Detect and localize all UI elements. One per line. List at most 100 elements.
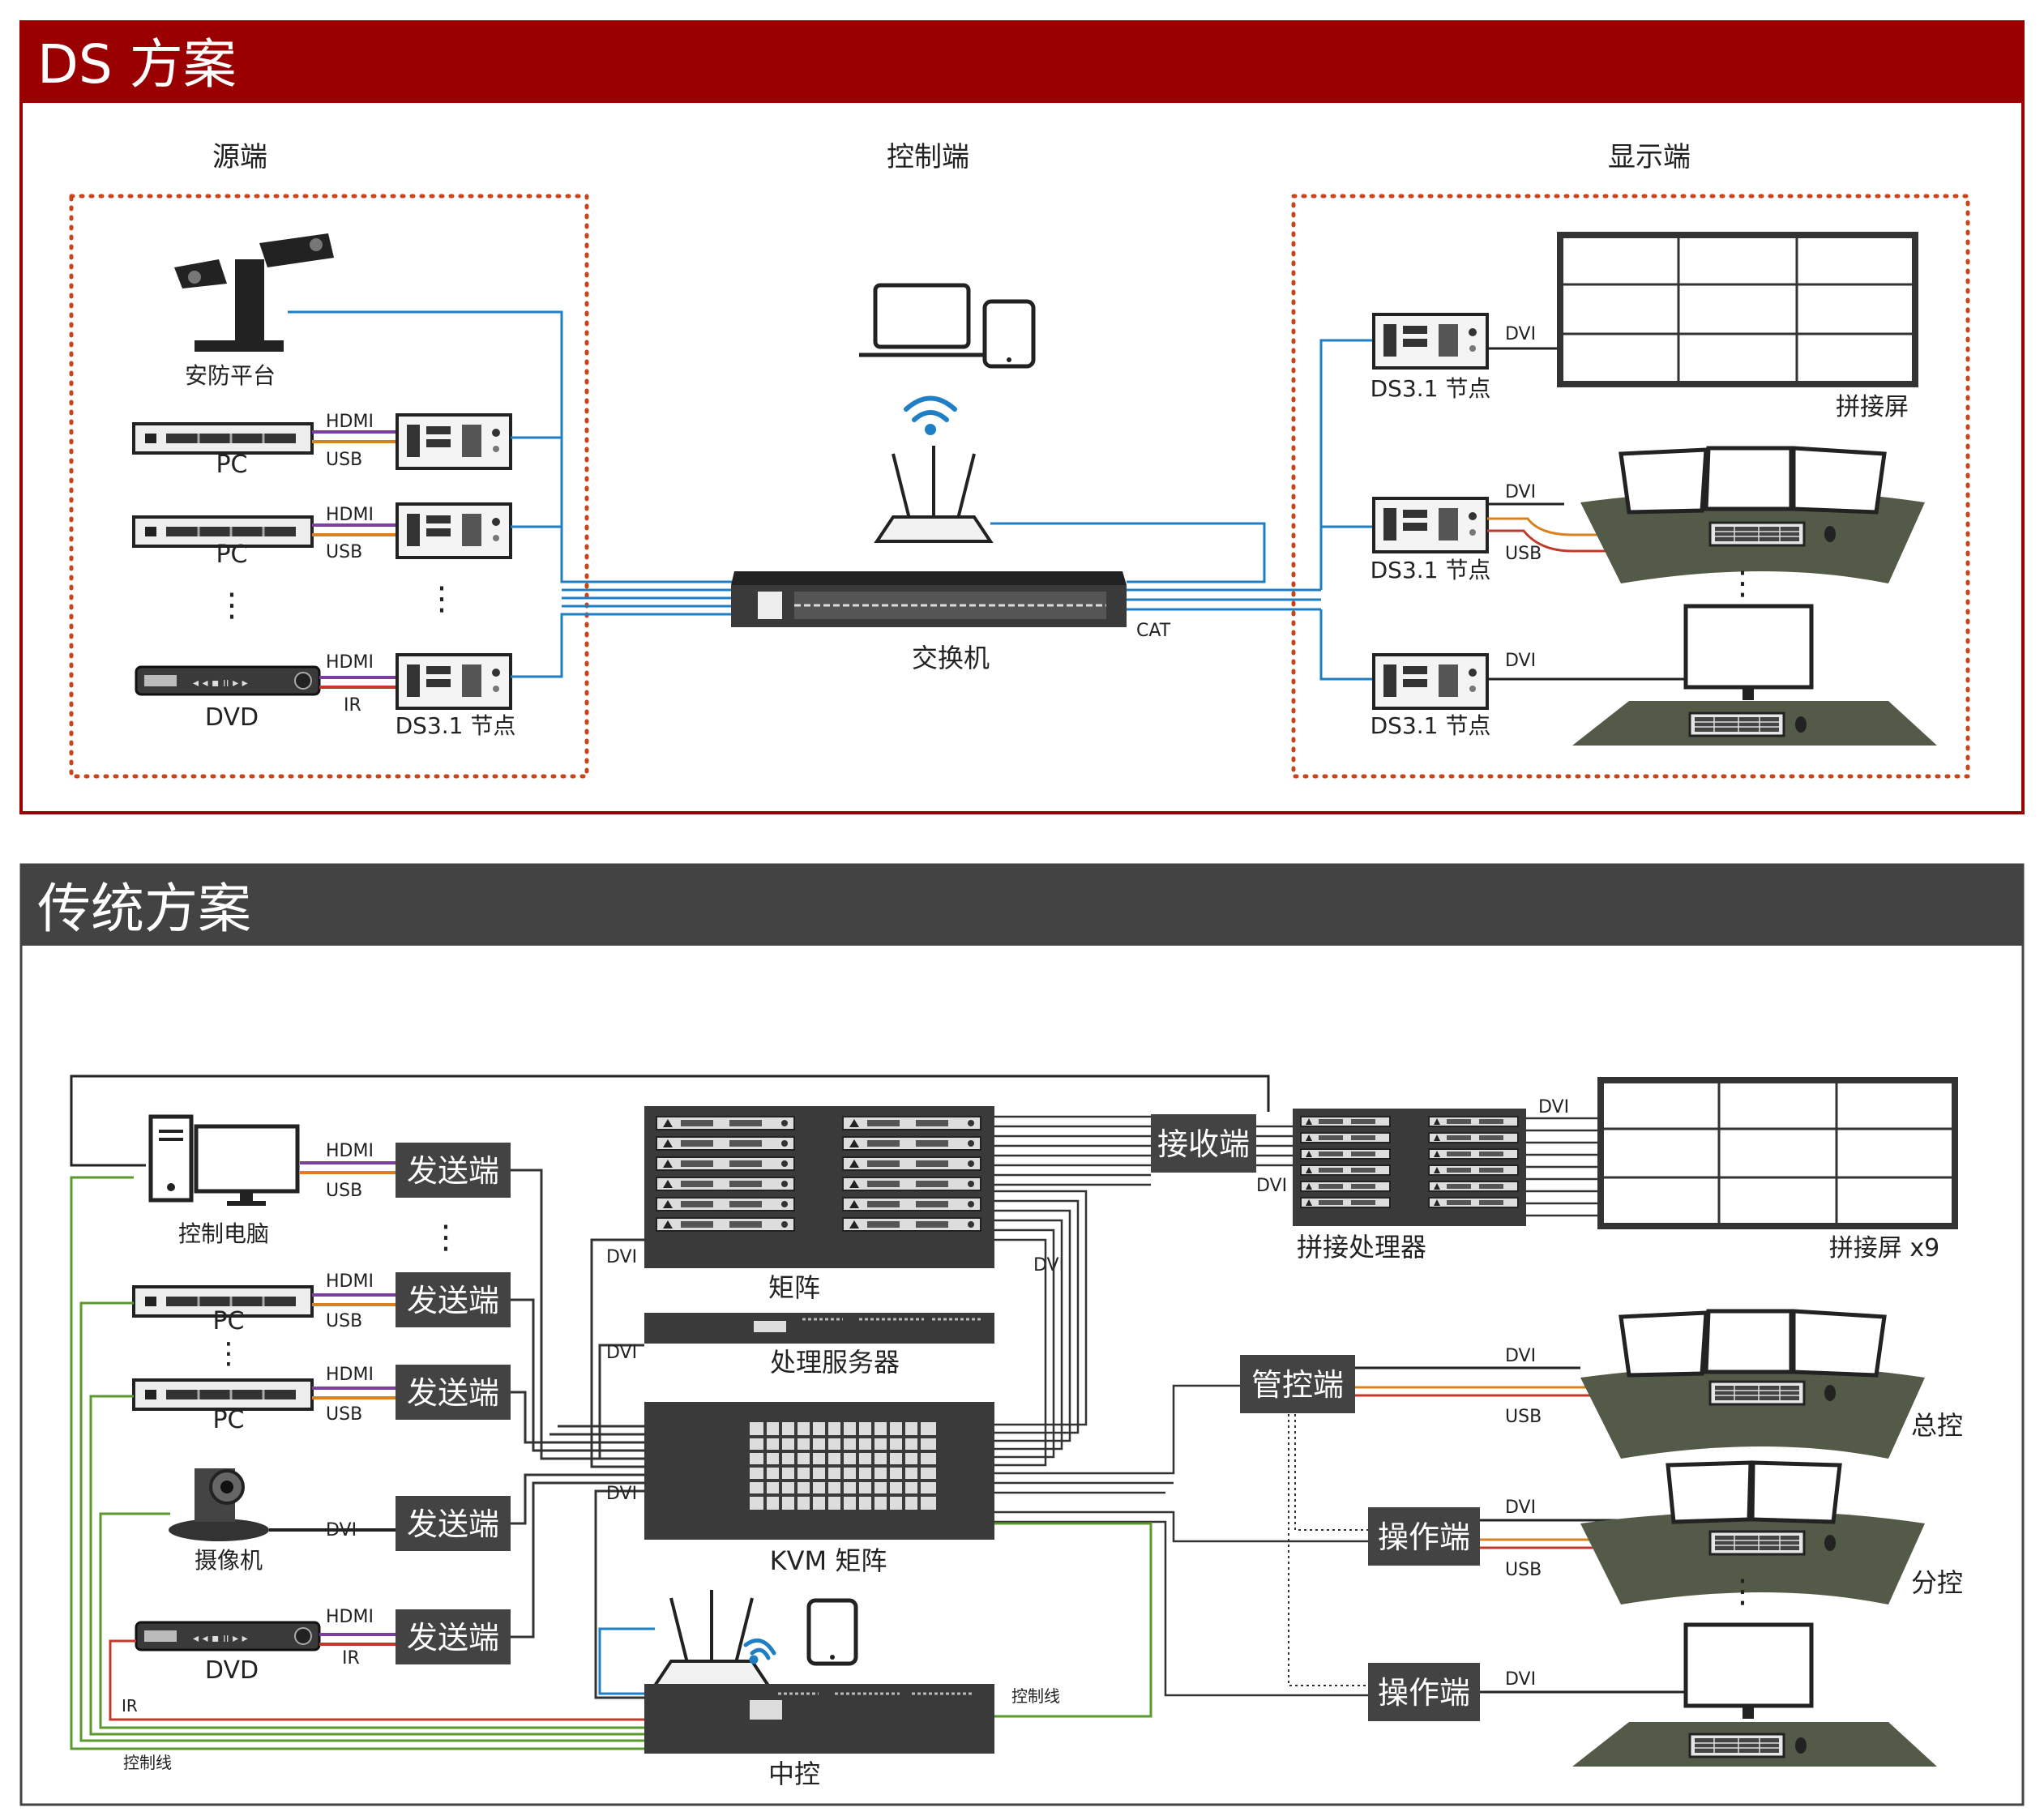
ds-header-bar: [21, 22, 2023, 103]
camera-icon: [169, 1468, 269, 1541]
splice-processor-device: [1293, 1109, 1526, 1226]
dvd-label: DVD: [205, 703, 259, 732]
sender-box: 发送端: [396, 1609, 511, 1664]
matrix-label: 矩阵: [768, 1272, 820, 1303]
video-wall-icon: [1557, 232, 1918, 387]
dvi-label: DVI: [326, 1520, 357, 1540]
dvi-label: DVI: [1505, 324, 1536, 344]
sender-label: 发送端: [407, 1506, 499, 1542]
wifi-icon: [904, 395, 957, 435]
pc-tower-icon: [148, 1114, 300, 1206]
vertical-ellipsis: ⋮: [216, 587, 248, 624]
dvd-label: DVD: [205, 1656, 259, 1685]
ds-node-icon: [1372, 313, 1489, 370]
cat-label: CAT: [1136, 621, 1171, 641]
ds-node-icon: [396, 653, 512, 710]
usb-label: USB: [326, 1311, 362, 1331]
dvi-label: DVI: [1505, 482, 1536, 502]
mouse-icon: [1824, 526, 1836, 542]
ds-node-display-label-1: DS3.1 节点: [1371, 375, 1491, 402]
video-wall-icon: [1597, 1077, 1958, 1229]
vertical-ellipsis: ⋮: [1726, 565, 1759, 602]
display-cables: [1487, 347, 1718, 681]
ctrl-pc-label: 控制电脑: [178, 1220, 269, 1247]
mouse-icon: [1795, 1737, 1807, 1754]
ds-node-icon: [1372, 497, 1489, 553]
usb-label: USB: [1505, 1407, 1542, 1427]
camera-label: 摄像机: [195, 1547, 263, 1574]
dvi-label: DVI: [1505, 1498, 1536, 1518]
hdmi-label: HDMI: [326, 652, 374, 673]
hdmi-label: HDMI: [326, 505, 374, 525]
pc-label-2: PC: [216, 541, 247, 569]
source-group-box: [69, 194, 589, 779]
mouse-icon: [1795, 716, 1807, 733]
workstation-desk-icon: [1572, 604, 1937, 746]
hdmi-label: HDMI: [326, 1141, 374, 1161]
receiver-box: 接收端: [1151, 1114, 1256, 1173]
ds-section: DS 方案 源端 控制端 显示端 安防平台 PC PC ⋮ DVD: [19, 20, 2025, 814]
router-central-link: [598, 1627, 655, 1695]
kvm-matrix-label: KVM 矩阵: [770, 1545, 887, 1576]
dvd-player-icon: [135, 665, 321, 696]
keyboard-icon: [1688, 711, 1785, 737]
dvi-label: DVI: [1505, 1669, 1536, 1690]
ds-node-icon: [396, 413, 512, 470]
dvi-label: DVI: [1538, 1097, 1569, 1117]
router-link: [990, 522, 1266, 583]
security-platform-label: 安防平台: [185, 362, 276, 389]
switch-icon: [731, 571, 1127, 627]
trad-header-bar: [21, 865, 2023, 946]
sender-label: 发送端: [407, 1153, 499, 1189]
vertical-ellipsis: ⋮: [214, 1337, 243, 1370]
hdmi-label: HDMI: [326, 1365, 374, 1385]
usb-label: USB: [326, 1404, 362, 1425]
master-console-icon: [1580, 1309, 1925, 1459]
sender-cables: [269, 1161, 396, 1646]
kvm-console-links: [994, 1384, 1368, 1697]
tablet-icon: [806, 1598, 858, 1666]
usb-label: USB: [326, 450, 362, 470]
sender-label: 发送端: [407, 1375, 499, 1411]
server-device: [644, 1313, 994, 1344]
ds-title: DS 方案: [37, 33, 237, 96]
sender-box: 发送端: [396, 1272, 511, 1327]
pc-box-icon: [132, 422, 314, 455]
master-label: 总控: [1911, 1410, 1963, 1441]
sub-console-icon: [1580, 1460, 1925, 1604]
keyboard-icon: [1708, 1530, 1806, 1556]
operate-label-2: 操作端: [1378, 1675, 1470, 1711]
receiver-processor-bundle: [1256, 1125, 1293, 1167]
dvi-label: DVI: [606, 1484, 637, 1504]
control-lines: [70, 1176, 1152, 1750]
manage-dotted-links: [1288, 1414, 1368, 1686]
video-wall-label: 拼接屏: [1836, 393, 1909, 421]
ds-node-icon: [1372, 653, 1489, 710]
sender-box: 发送端: [396, 1143, 511, 1198]
video-wall-x9-label: 拼接屏 x9: [1829, 1234, 1939, 1263]
processor-wall-bundle: [1526, 1117, 1601, 1217]
hdmi-label: HDMI: [326, 412, 374, 432]
pc-label-1: PC: [216, 451, 247, 479]
server-label: 处理服务器: [770, 1347, 900, 1378]
dvi-label: DVI: [1505, 651, 1536, 671]
switch-label: 交换机: [912, 643, 990, 673]
laptop-icon: [859, 283, 985, 357]
processor-label: 拼接处理器: [1297, 1232, 1426, 1263]
sender-label: 发送端: [407, 1283, 499, 1318]
operate-box: 操作端: [1368, 1663, 1480, 1721]
pc-label-1: PC: [212, 1307, 244, 1335]
matrix-receiver-bundle: [994, 1115, 1151, 1186]
hdmi-label: HDMI: [326, 1271, 374, 1292]
dvi-label: DVI: [1505, 1346, 1536, 1366]
sender-label: 发送端: [407, 1620, 499, 1656]
vertical-ellipsis: ⋮: [430, 1219, 462, 1256]
operate-box: 操作端: [1368, 1507, 1480, 1566]
col-control-label: 控制端: [887, 141, 969, 173]
ds-node-display-label-3: DS3.1 节点: [1371, 712, 1491, 739]
central-control-device: [644, 1684, 994, 1754]
sender-box: 发送端: [396, 1496, 511, 1551]
receiver-label: 接收端: [1157, 1126, 1250, 1162]
ds-panel: [19, 20, 2025, 814]
